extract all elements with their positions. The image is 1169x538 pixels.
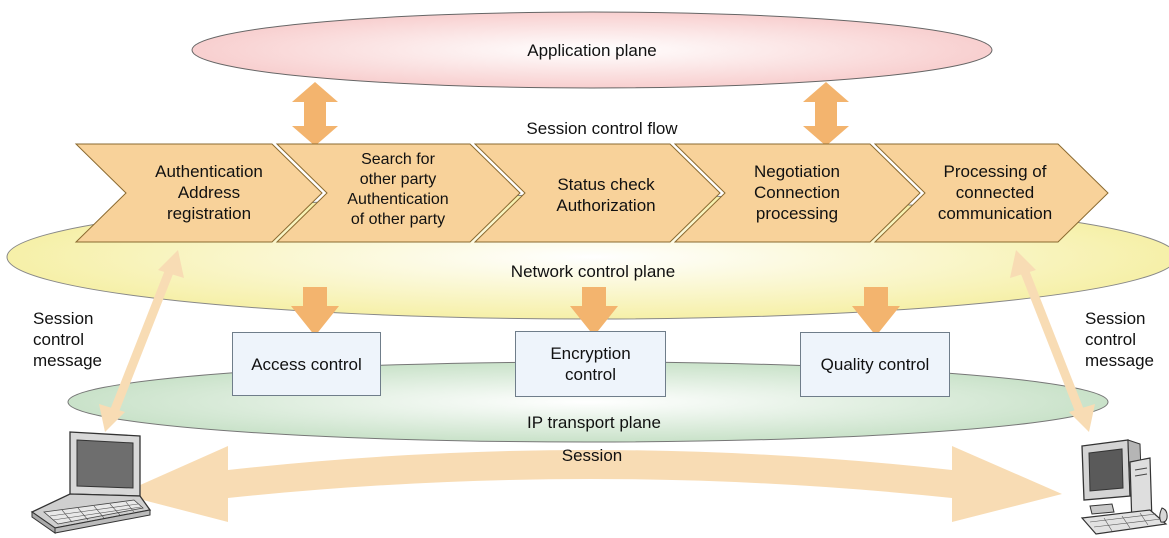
step-chevron-4	[673, 143, 921, 243]
step-text-5: Processing of connected communication	[938, 161, 1052, 224]
step-2-line-3: Authentication	[347, 191, 449, 208]
step-text-2: Search for other party Authentication of…	[347, 150, 448, 230]
quality-control-label: Quality control	[820, 355, 930, 374]
desktop-computer-icon	[1080, 439, 1168, 535]
right-session-control-message: Session control message	[1085, 308, 1154, 371]
step-1-line-3: registration	[166, 204, 252, 223]
left-message-line-1: Session	[33, 309, 94, 328]
flow-chevrons	[74, 143, 1109, 243]
step-2-line-1: Search for	[361, 151, 435, 168]
encryption-control-line-1: Encryption	[550, 344, 631, 363]
session-arrow	[120, 446, 1062, 522]
step-chevron-2	[275, 143, 521, 243]
left-session-control-message: Session control message	[33, 308, 102, 371]
step-4-line-1: Negotiation	[753, 162, 841, 181]
ip-transport-plane-label: IP transport plane	[527, 413, 661, 432]
app-arrow-right	[803, 82, 849, 146]
step-3-line-1: Status check	[557, 175, 655, 194]
right-message-line-1: Session	[1085, 309, 1146, 328]
step-1-line-2: Address	[177, 183, 241, 202]
laptop-icon	[30, 431, 152, 534]
right-message-line-2: control	[1085, 330, 1137, 349]
step-2-line-4: of other party	[350, 211, 446, 228]
step-text-4: Negotiation Connection processing	[754, 161, 840, 224]
step-1-line-1: Authentication	[155, 162, 263, 181]
down-arrow-quality	[852, 287, 900, 336]
encryption-control-box: Encryption control	[515, 331, 666, 397]
left-message-line-2: control	[33, 330, 85, 349]
right-message-arrow	[1010, 250, 1095, 432]
access-control-box: Access control	[232, 332, 381, 396]
left-message-arrow	[99, 250, 184, 432]
app-arrow-left	[292, 82, 338, 146]
step-chevron-3	[473, 143, 721, 243]
network-control-plane-label: Network control plane	[510, 262, 676, 281]
step-5-line-1: Processing of	[943, 162, 1047, 181]
step-4-line-3: processing	[755, 204, 839, 223]
step-2-line-2: other party	[359, 171, 437, 188]
step-3-line-2: Authorization	[556, 196, 656, 215]
session-control-flow-title: Session control flow	[526, 119, 678, 138]
application-plane	[191, 11, 993, 89]
step-chevron-5	[873, 143, 1109, 243]
step-5-line-3: communication	[937, 204, 1053, 223]
step-5-line-2: connected	[955, 183, 1035, 202]
right-message-line-3: message	[1085, 351, 1154, 370]
step-chevron-1	[74, 143, 323, 243]
quality-control-box: Quality control	[800, 332, 950, 397]
access-control-label: Access control	[251, 354, 362, 374]
step-text-3: Status check Authorization	[556, 174, 655, 216]
step-4-line-2: Connection	[753, 183, 841, 202]
step-text-1: Authentication Address registration	[155, 161, 263, 224]
application-plane-label: Application plane	[527, 41, 657, 60]
encryption-control-line-2: control	[564, 365, 617, 384]
session-label: Session	[561, 446, 623, 465]
left-message-line-3: message	[33, 351, 102, 370]
down-arrow-encryption	[570, 287, 618, 336]
down-arrow-access	[291, 287, 339, 336]
